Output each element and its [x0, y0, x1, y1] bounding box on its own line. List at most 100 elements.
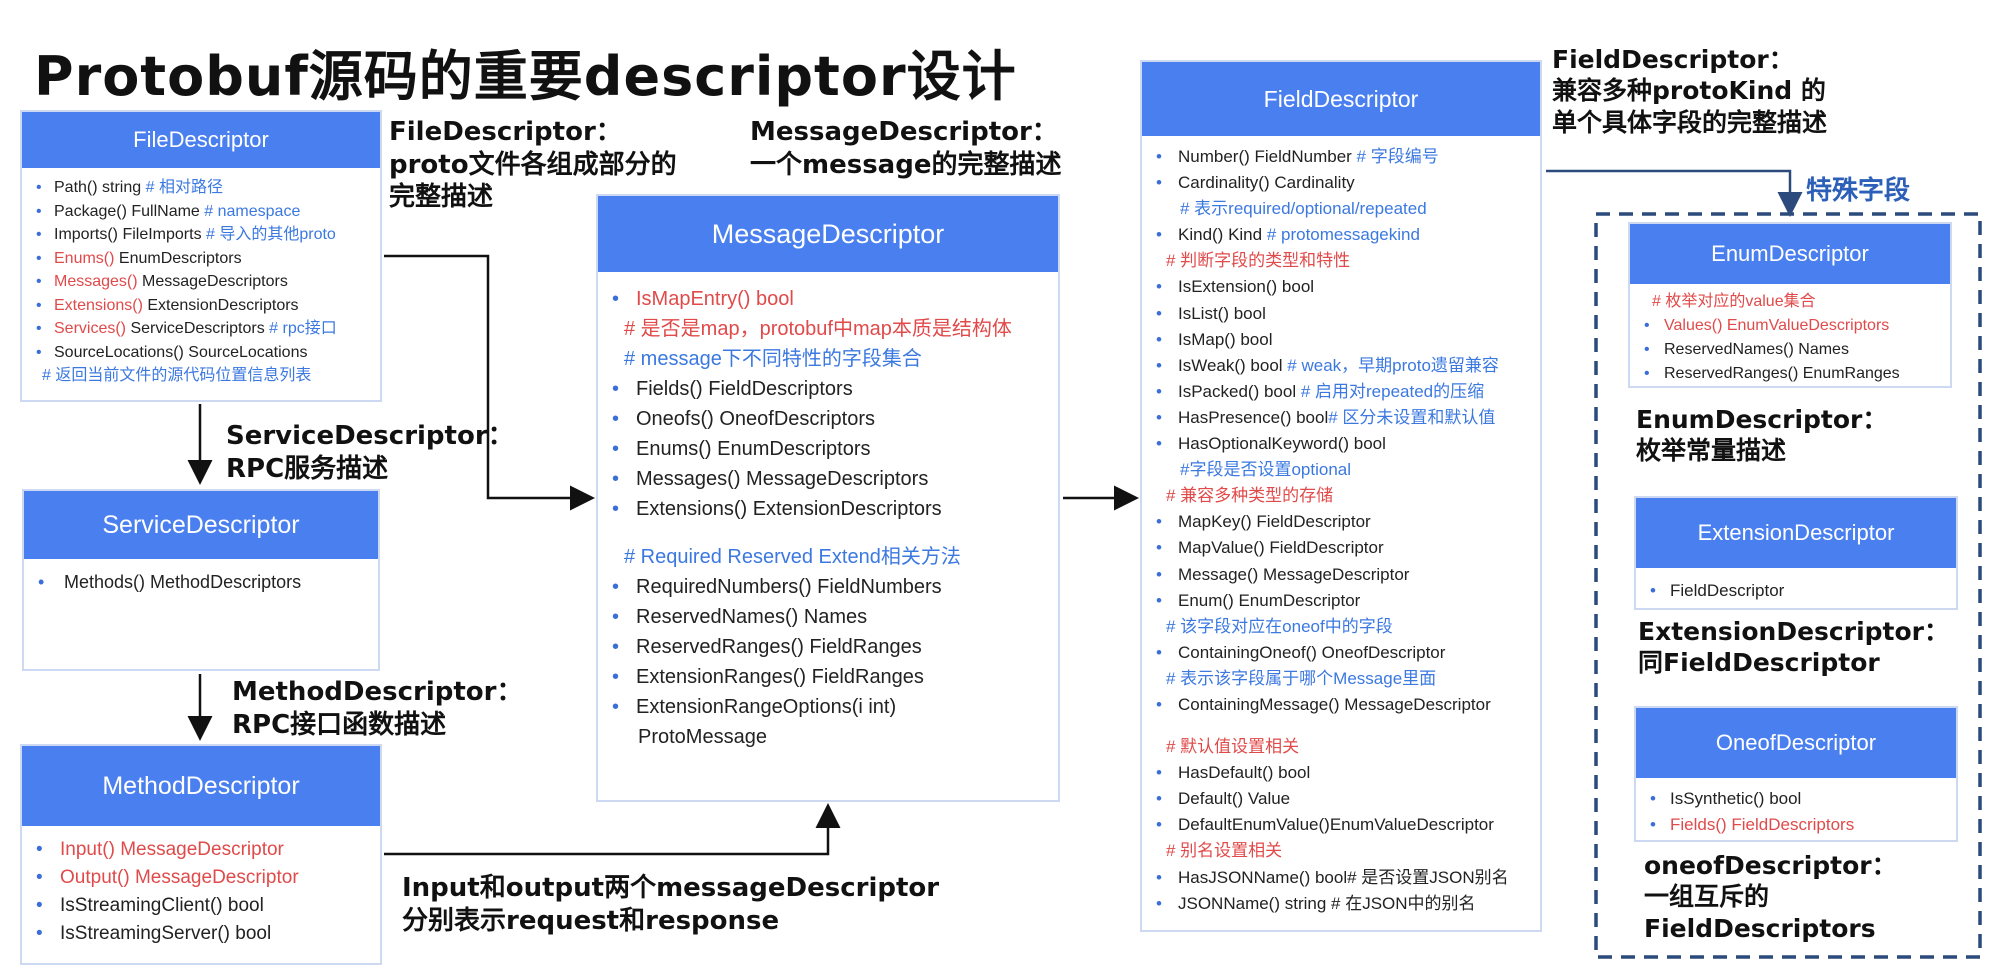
signature-text: Methods() MethodDescriptors: [64, 572, 302, 592]
comment-text: # 区分未设置和默认值: [1328, 407, 1496, 427]
method-line: # message下不同特性的字段集合: [598, 344, 1058, 374]
method-line: Messages() MessageDescriptors: [598, 464, 1058, 494]
service-descriptor-note: ServiceDescriptor：RPC服务描述: [226, 421, 514, 484]
signature-text: Enum() EnumDescriptor: [1178, 590, 1361, 610]
signature-text: IsSynthetic() bool: [1670, 789, 1802, 808]
method-line: # Required Reserved Extend相关方法: [598, 542, 1058, 572]
method-line: Oneofs() OneofDescriptors: [598, 404, 1058, 434]
highlight-text: # 判断字段的类型和特性: [1166, 251, 1351, 271]
arrow-method-to-message: [384, 803, 841, 856]
method-line: JSONName() string # 在JSON中的别名: [1142, 891, 1540, 917]
signature-text: DefaultEnumValue()EnumValueDescriptor: [1178, 815, 1494, 835]
signature-text: SourceLocations() SourceLocations: [54, 343, 308, 361]
signature-text: ReservedNames() Names: [1664, 341, 1849, 358]
highlight-text: Enums(): [54, 249, 115, 267]
arrow-field-to-special: [1546, 169, 1803, 217]
signature-text: ServiceDescriptors: [126, 320, 270, 337]
comment-text: # 该字段对应在oneof中的字段: [1166, 616, 1393, 636]
enum-descriptor-header: EnumDescriptor: [1630, 224, 1950, 284]
method-line: Methods() MethodDescriptors: [24, 569, 378, 595]
method-line: IsStreamingServer() bool: [22, 920, 380, 948]
method-line: Extensions() ExtensionDescriptors: [598, 494, 1058, 524]
signature-text: ExtensionDescriptors: [142, 296, 299, 314]
file-descriptor-note: FileDescriptor：proto文件各组成部分的完整描述: [389, 117, 677, 212]
highlight-text: # 是否是map，protobuf中map本质是结构体: [624, 318, 1012, 340]
signature-text: IsExtension() bool: [1178, 277, 1315, 297]
service-descriptor-box: ServiceDescriptorMethods() MethodDescrip…: [22, 489, 380, 671]
highlight-text: IsMapEntry() bool: [636, 288, 794, 310]
comment-text: # Required Reserved Extend相关方法: [624, 546, 961, 568]
signature-text: Extensions() ExtensionDescriptors: [636, 498, 942, 520]
method-line: DefaultEnumValue()EnumValueDescriptor: [1142, 812, 1540, 838]
signature-text: HasDefault() bool: [1178, 763, 1311, 783]
signature-text: Oneofs() OneofDescriptors: [636, 408, 875, 430]
comment-text: #字段是否设置optional: [1180, 460, 1352, 480]
method-line: Extensions() ExtensionDescriptors: [22, 294, 380, 318]
comment-text: # 相对路径: [145, 179, 223, 196]
signature-text: MapKey() FieldDescriptor: [1178, 512, 1371, 532]
extension-descriptor-box: ExtensionDescriptorFieldDescriptor: [1634, 496, 1958, 610]
signature-text: IsWeak() bool: [1178, 355, 1288, 375]
comment-text: # weak，早期proto遗留兼容: [1287, 355, 1499, 375]
method-line: Number() FieldNumber # 字段编号: [1142, 144, 1540, 170]
signature-text: ProtoMessage: [638, 726, 767, 748]
arrow-file-to-message: [384, 254, 595, 511]
method-line: IsSynthetic() bool: [1636, 786, 1956, 812]
highlight-text: Output() MessageDescriptor: [60, 867, 299, 888]
method-line: Services() ServiceDescriptors # rpc接口: [22, 317, 380, 341]
method-descriptor-header: MethodDescriptor: [22, 746, 380, 826]
extension-descriptor-note: ExtensionDescriptor：同FieldDescriptor: [1638, 617, 1949, 678]
method-line: # 返回当前文件的源代码位置信息列表: [22, 364, 380, 388]
method-descriptor-box: MethodDescriptorInput() MessageDescripto…: [20, 744, 382, 965]
special-fields-label: 特殊字段: [1806, 176, 1911, 206]
signature-text: HasOptionalKeyword() bool: [1178, 434, 1386, 454]
method-line: FieldDescriptor: [1636, 578, 1956, 604]
highlight-text: # 兼容多种类型的存储: [1166, 486, 1334, 506]
method-line: ReservedRanges() FieldRanges: [598, 632, 1058, 662]
service-descriptor-header: ServiceDescriptor: [24, 491, 378, 559]
method-line: Default() Value: [1142, 786, 1540, 812]
signature-text: Path() string: [54, 179, 146, 196]
signature-text: Enums() EnumDescriptors: [636, 438, 871, 460]
signature-text: FieldDescriptor: [1670, 581, 1785, 600]
method-line: Fields() FieldDescriptors: [598, 374, 1058, 404]
enum-descriptor-note: EnumDescriptor：枚举常量描述: [1636, 405, 1888, 466]
highlight-text: Input() MessageDescriptor: [60, 839, 284, 860]
signature-text: Kind() Kind: [1178, 225, 1267, 245]
method-line: # 表示该字段属于哪个Message里面: [1142, 666, 1540, 692]
method-line: # 默认值设置相关: [1142, 734, 1540, 760]
method-line: Imports() FileImports # 导入的其他proto: [22, 223, 380, 247]
signature-text: Fields() FieldDescriptors: [636, 378, 853, 400]
oneof-descriptor-box: OneofDescriptorIsSynthetic() boolFields(…: [1634, 706, 1958, 842]
method-line: ReservedRanges() EnumRanges: [1630, 362, 1950, 386]
method-line: RequiredNumbers() FieldNumbers: [598, 572, 1058, 602]
signature-text: EnumDescriptors: [114, 249, 242, 267]
signature-text: IsPacked() bool: [1178, 381, 1301, 401]
signature-text: MapValue() FieldDescriptor: [1178, 538, 1384, 558]
signature-text: Default() Value: [1178, 789, 1291, 809]
method-line: MapKey() FieldDescriptor: [1142, 509, 1540, 535]
signature-text: ExtensionRanges() FieldRanges: [636, 666, 924, 688]
signature-text: MessageDescriptors: [137, 273, 288, 290]
field-descriptor-box: FieldDescriptorNumber() FieldNumber # 字段…: [1140, 60, 1542, 932]
method-line: # 是否是map，protobuf中map本质是结构体: [598, 314, 1058, 344]
comment-text: # 启用对repeated的压缩: [1300, 381, 1485, 401]
message-descriptor-header: MessageDescriptor: [598, 196, 1058, 272]
method-line: # 该字段对应在oneof中的字段: [1142, 614, 1540, 640]
method-line: HasJSONName() bool# 是否设置JSON别名: [1142, 865, 1540, 891]
highlight-text: Services(): [54, 320, 127, 337]
method-line: ExtensionRanges() FieldRanges: [598, 662, 1058, 692]
method-line: Package() FullName # namespace: [22, 200, 380, 224]
method-line: Enum() EnumDescriptor: [1142, 588, 1540, 614]
comment-text: # protomessagekind: [1266, 225, 1420, 245]
method-line: Cardinality() Cardinality: [1142, 170, 1540, 196]
method-line: SourceLocations() SourceLocations: [22, 341, 380, 365]
field-descriptor-note: FieldDescriptor：兼容多种protoKind 的单个具体字段的完整…: [1552, 45, 1828, 137]
method-line: Input() MessageDescriptor: [22, 836, 380, 864]
signature-text: HasPresence() bool: [1178, 407, 1329, 427]
method-line: Output() MessageDescriptor: [22, 864, 380, 892]
comment-text: # namespace: [204, 202, 301, 220]
method-line: Path() string # 相对路径: [22, 176, 380, 200]
